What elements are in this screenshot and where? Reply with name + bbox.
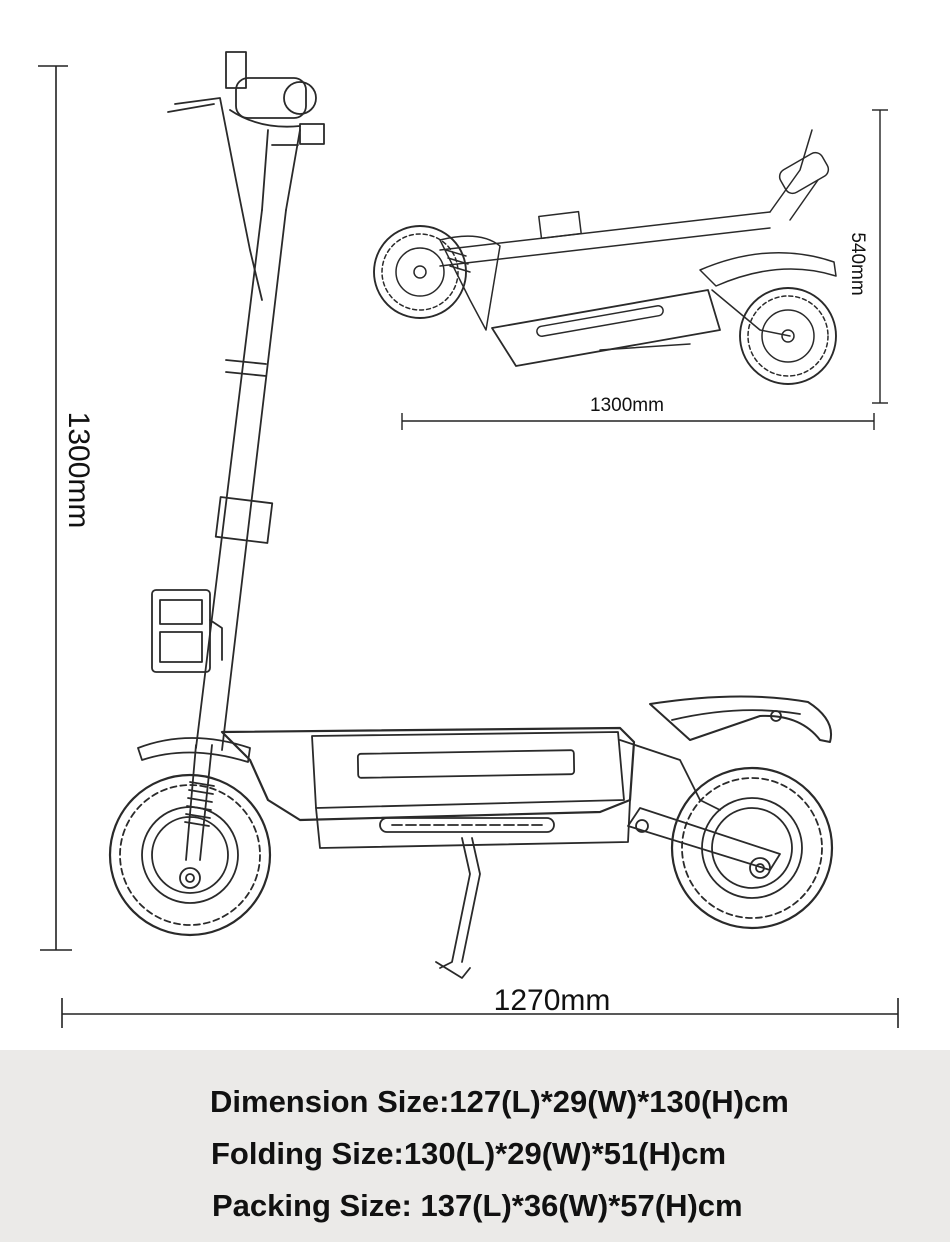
front-fork bbox=[184, 744, 215, 861]
height-label: 1300mm bbox=[62, 411, 95, 529]
deck bbox=[220, 726, 636, 849]
scooter-side-view bbox=[108, 51, 834, 979]
rear-swingarm bbox=[619, 695, 832, 871]
handlebar bbox=[167, 51, 325, 301]
front-wheel bbox=[108, 773, 272, 937]
folded-length-label: 1300mm bbox=[590, 395, 664, 416]
front-fender bbox=[137, 737, 251, 763]
folded-front-fork bbox=[439, 235, 501, 331]
folded-rear-wheel bbox=[739, 287, 837, 385]
folded-deck bbox=[491, 289, 721, 367]
folding-size-text: Folding Size:130(L)*29(W)*51(H)cm bbox=[211, 1136, 727, 1171]
folded-height-dimension-line bbox=[872, 109, 888, 404]
spec-panel: Dimension Size:127(L)*29(W)*130(H)cm Fol… bbox=[0, 1050, 950, 1242]
width-dimension-line bbox=[61, 998, 899, 1028]
scooter-dimension-diagram bbox=[38, 51, 899, 1028]
length-label: 1270mm bbox=[493, 984, 611, 1017]
kickstand bbox=[435, 837, 481, 979]
headlight bbox=[151, 589, 223, 673]
stem-tube bbox=[195, 129, 301, 751]
packing-size-text: Packing Size: 137(L)*36(W)*57(H)cm bbox=[212, 1188, 743, 1223]
folded-rear-fender bbox=[699, 251, 837, 337]
folded-height-label: 540mm bbox=[847, 232, 868, 296]
folded-front-wheel bbox=[373, 225, 467, 319]
folded-scooter-view bbox=[373, 129, 837, 385]
folded-stem bbox=[439, 129, 830, 267]
height-dimension-line bbox=[38, 65, 72, 951]
folded-width-dimension-line bbox=[401, 413, 875, 430]
dimension-size-text: Dimension Size:127(L)*29(W)*130(H)cm bbox=[210, 1084, 789, 1119]
